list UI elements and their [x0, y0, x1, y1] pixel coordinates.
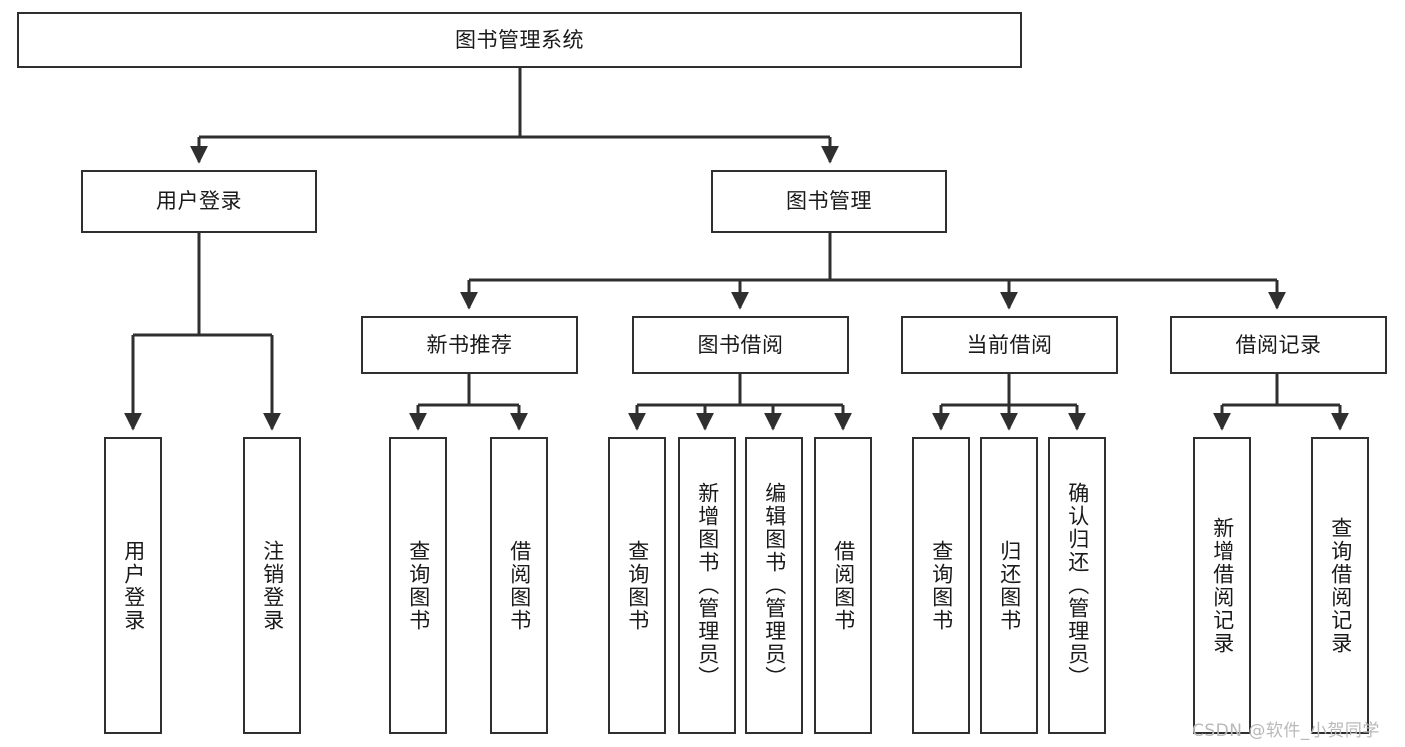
leaf-new-book-borrow-label: 借阅图书 — [507, 539, 532, 632]
leaf-query-borrow-record-label: 查询借阅记录 — [1328, 516, 1353, 655]
leaf-logout[interactable]: 注销登录 — [243, 437, 301, 734]
leaf-add-book-admin[interactable]: 新增图书（管理员） — [678, 437, 736, 734]
leaf-add-borrow-record[interactable]: 新增借阅记录 — [1193, 437, 1251, 734]
node-book-management[interactable]: 图书管理 — [711, 170, 947, 233]
leaf-add-borrow-record-label: 新增借阅记录 — [1210, 516, 1235, 655]
leaf-user-login-label: 用户登录 — [121, 539, 146, 632]
leaf-borrow-book-label: 借阅图书 — [831, 539, 856, 632]
leaf-add-book-admin-label: 新增图书（管理员） — [695, 482, 720, 689]
node-borrow-record[interactable]: 借阅记录 — [1170, 316, 1387, 374]
leaf-new-book-borrow[interactable]: 借阅图书 — [490, 437, 548, 734]
leaf-borrow-query-book-label: 查询图书 — [625, 539, 650, 632]
node-user-login-label: 用户登录 — [156, 189, 242, 214]
node-book-borrow[interactable]: 图书借阅 — [632, 316, 849, 374]
leaf-new-book-query-label: 查询图书 — [406, 539, 431, 632]
leaf-return-book[interactable]: 归还图书 — [980, 437, 1038, 734]
leaf-confirm-return-admin-label: 确认归还（管理员） — [1065, 482, 1090, 689]
node-new-book-recommend[interactable]: 新书推荐 — [361, 316, 578, 374]
leaf-user-login[interactable]: 用户登录 — [104, 437, 162, 734]
leaf-query-borrow-record[interactable]: 查询借阅记录 — [1311, 437, 1369, 734]
node-current-borrow[interactable]: 当前借阅 — [901, 316, 1118, 374]
leaf-edit-book-admin[interactable]: 编辑图书（管理员） — [745, 437, 803, 734]
node-book-borrow-label: 图书借阅 — [697, 332, 784, 357]
leaf-borrow-query-book[interactable]: 查询图书 — [608, 437, 666, 734]
leaf-borrow-book[interactable]: 借阅图书 — [814, 437, 872, 734]
node-book-management-label: 图书管理 — [786, 189, 872, 214]
leaf-return-book-label: 归还图书 — [997, 539, 1022, 632]
node-borrow-record-label: 借阅记录 — [1235, 332, 1322, 357]
node-current-borrow-label: 当前借阅 — [966, 332, 1053, 357]
node-root-label: 图书管理系统 — [455, 27, 584, 52]
node-new-book-recommend-label: 新书推荐 — [426, 332, 513, 357]
node-user-login[interactable]: 用户登录 — [81, 170, 317, 233]
leaf-edit-book-admin-label: 编辑图书（管理员） — [762, 482, 787, 689]
node-root[interactable]: 图书管理系统 — [17, 12, 1022, 68]
leaf-confirm-return-admin[interactable]: 确认归还（管理员） — [1048, 437, 1106, 734]
leaf-logout-label: 注销登录 — [260, 539, 285, 632]
leaf-current-query-book[interactable]: 查询图书 — [912, 437, 970, 734]
leaf-new-book-query[interactable]: 查询图书 — [389, 437, 447, 734]
csdn-watermark: CSDN @软件_小贺同学 — [1192, 721, 1380, 741]
leaf-current-query-book-label: 查询图书 — [929, 539, 954, 632]
